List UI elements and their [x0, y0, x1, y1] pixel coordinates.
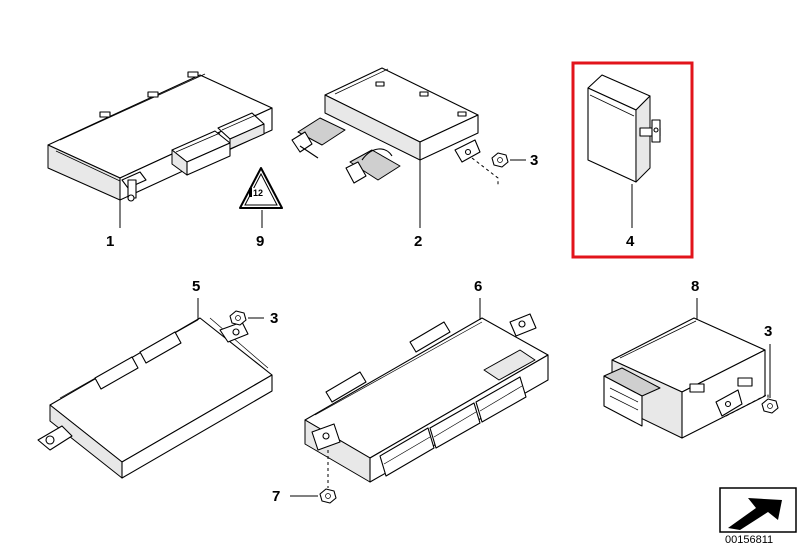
callout-2: 2: [414, 233, 423, 250]
part-8-control-module[interactable]: [603, 317, 766, 439]
part-1-control-module[interactable]: [47, 71, 273, 202]
callout-9: 9: [256, 233, 265, 250]
nut-3-upper[interactable]: [491, 152, 509, 168]
callout-3-lower: 3: [764, 323, 773, 340]
warning-label-text: 12: [252, 188, 265, 198]
next-page-arrow-icon[interactable]: [719, 487, 797, 533]
part-6-control-module[interactable]: [304, 313, 549, 483]
nut-3-middle[interactable]: [229, 310, 247, 326]
callout-3-middle: 3: [270, 310, 279, 327]
part-2-control-module[interactable]: [291, 67, 481, 184]
document-number: 00156811: [725, 534, 774, 546]
callout-4: 4: [626, 233, 635, 250]
highlight-frame: [571, 61, 694, 259]
callout-8: 8: [691, 278, 700, 295]
part-4-relay[interactable]: [587, 74, 661, 183]
nut-7[interactable]: [319, 488, 337, 504]
callout-6: 6: [474, 278, 483, 295]
callout-1: 1: [106, 233, 115, 250]
callout-7: 7: [272, 488, 281, 505]
part-5-control-module[interactable]: [37, 317, 273, 479]
nut-3-lower[interactable]: [761, 398, 779, 414]
callout-3-upper: 3: [530, 152, 539, 169]
callout-5: 5: [192, 278, 201, 295]
